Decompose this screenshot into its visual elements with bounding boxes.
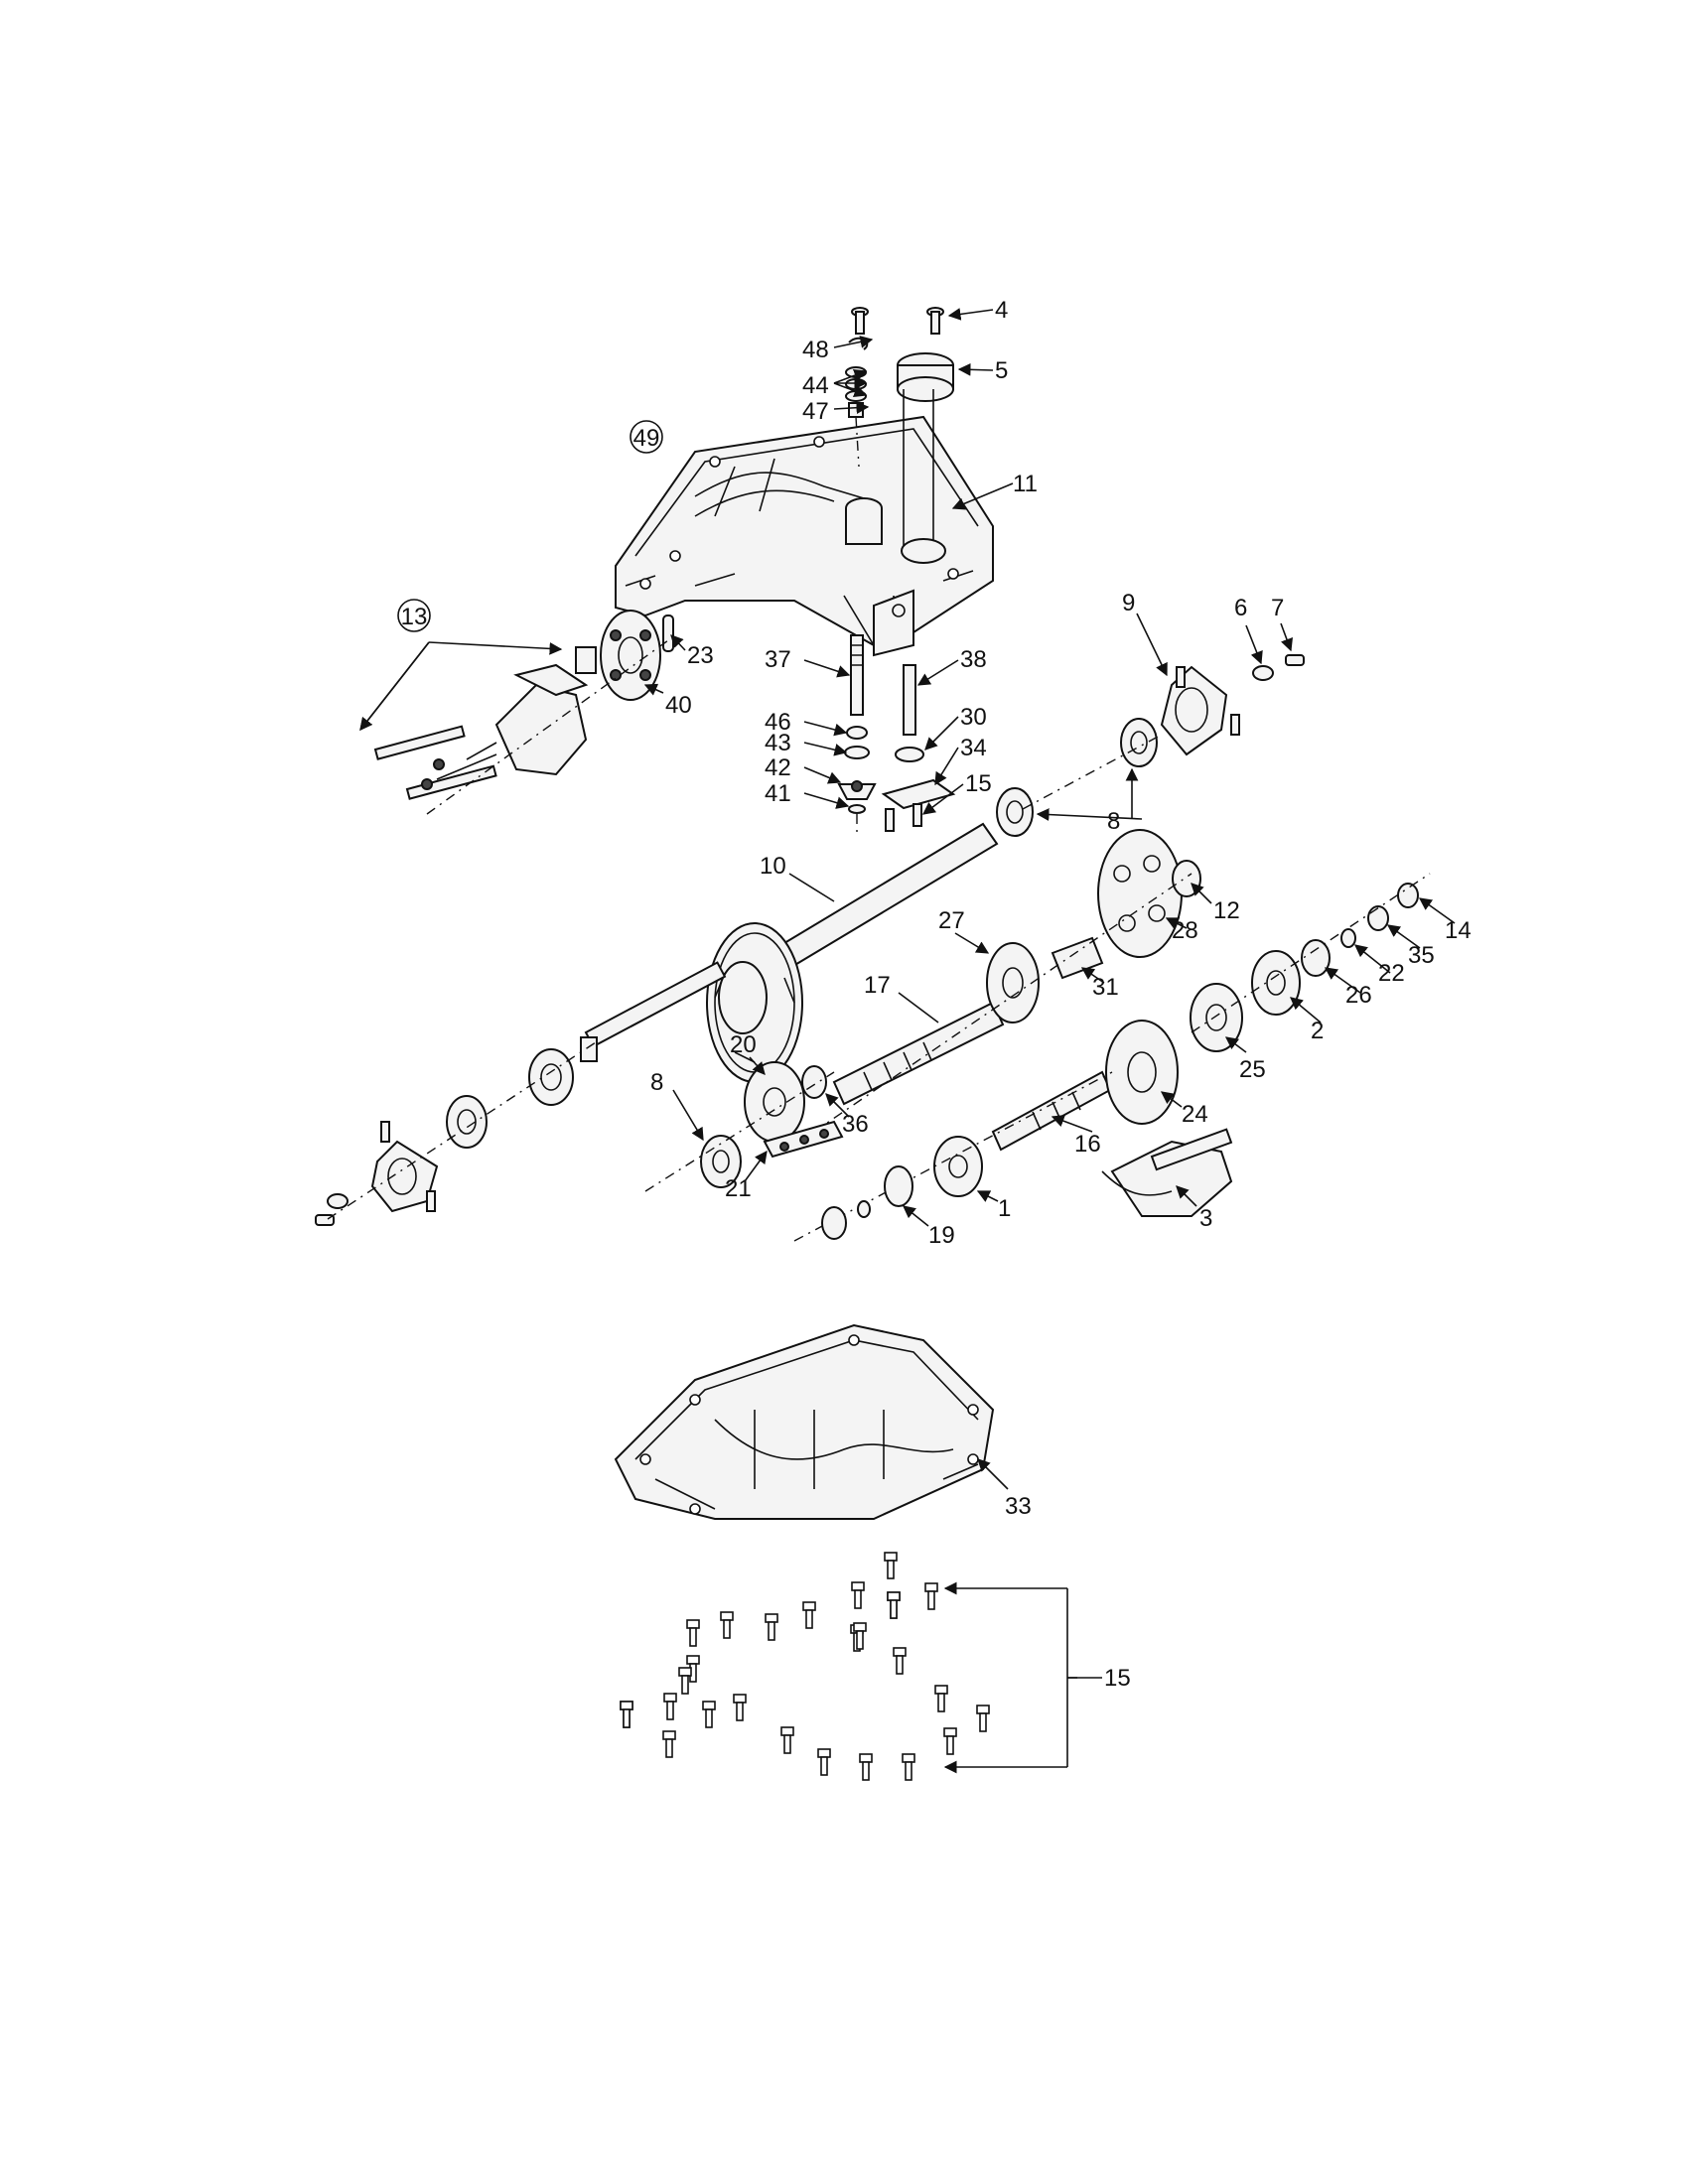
callout-33: 33 <box>1005 1493 1032 1520</box>
callout-2: 2 <box>1311 1018 1324 1044</box>
bolt <box>893 1647 907 1675</box>
callout-35: 35 <box>1408 942 1435 969</box>
callout-36: 36 <box>842 1111 869 1138</box>
callout-31: 31 <box>1092 974 1119 1001</box>
callout-8-right: 8 <box>1107 808 1120 835</box>
bolt <box>720 1611 734 1639</box>
callout-6: 6 <box>1234 595 1247 621</box>
countershaft-17-group <box>813 829 1201 1133</box>
callout-12: 12 <box>1213 897 1240 924</box>
bolt <box>733 1694 747 1721</box>
callout-8-left: 8 <box>650 1069 663 1096</box>
callout-46: 46 <box>765 709 791 736</box>
bolt <box>663 1693 677 1720</box>
callout-34: 34 <box>960 735 987 761</box>
shift-fork-group <box>821 1128 1233 1240</box>
bolt <box>780 1726 794 1754</box>
bolt <box>884 1552 898 1579</box>
callout-20: 20 <box>730 1031 757 1058</box>
callout-15-lower: 15 <box>1104 1665 1131 1692</box>
callout-41: 41 <box>765 780 791 807</box>
callout-9: 9 <box>1122 590 1135 616</box>
bolt <box>765 1613 778 1641</box>
callout-40: 40 <box>665 692 692 719</box>
bolt-field <box>620 1552 990 1781</box>
axle-and-differential <box>315 822 999 1226</box>
callout-30: 30 <box>960 704 987 731</box>
callout-11: 11 <box>1013 471 1038 497</box>
bolt <box>976 1705 990 1732</box>
brake-bracket-assembly <box>373 610 676 815</box>
callout-42: 42 <box>765 754 791 781</box>
callout-48: 48 <box>802 337 829 363</box>
callout-3: 3 <box>1199 1205 1212 1232</box>
callout-1: 1 <box>998 1195 1011 1222</box>
bolt <box>853 1622 867 1650</box>
callout-17: 17 <box>864 972 891 999</box>
bolt <box>851 1581 865 1609</box>
shaft-stacks <box>837 634 956 834</box>
callout-16: 16 <box>1074 1131 1101 1158</box>
callout-10: 10 <box>760 853 786 880</box>
callout-13: 13 <box>401 604 428 630</box>
callout-5: 5 <box>995 357 1008 384</box>
bolt <box>887 1591 901 1619</box>
callout-labels: 49 48 44 47 4 5 11 13 23 40 37 46 43 42 … <box>397 297 1472 1692</box>
bolt <box>859 1753 873 1781</box>
bolt <box>934 1685 948 1712</box>
callout-38: 38 <box>960 646 987 673</box>
bolt <box>662 1730 676 1758</box>
callout-22: 22 <box>1378 960 1405 987</box>
callout-7: 7 <box>1271 595 1284 621</box>
bolt <box>924 1582 938 1610</box>
callout-28: 28 <box>1172 917 1198 944</box>
callout-15-upper: 15 <box>965 770 992 797</box>
callout-14: 14 <box>1445 917 1472 944</box>
bolt <box>902 1753 915 1781</box>
callout-26: 26 <box>1345 982 1372 1009</box>
callout-47: 47 <box>802 398 829 425</box>
callout-23: 23 <box>687 642 714 669</box>
bolt <box>678 1667 692 1695</box>
right-small-parts <box>1190 873 1431 1052</box>
shaft-16-group <box>793 1020 1179 1242</box>
sprocket-chain-group <box>644 1061 844 1192</box>
callout-44: 44 <box>802 372 829 399</box>
bolt <box>686 1619 700 1647</box>
bolt <box>702 1701 716 1728</box>
callout-37: 37 <box>765 646 791 673</box>
upper-transaxle-housing <box>615 415 994 657</box>
bolt <box>802 1601 816 1629</box>
callout-49: 49 <box>633 425 660 452</box>
callout-25: 25 <box>1239 1056 1266 1083</box>
right-axle-hub-group <box>996 654 1305 837</box>
callout-24: 24 <box>1182 1101 1208 1128</box>
bolt <box>943 1727 957 1755</box>
callout-21: 21 <box>725 1175 752 1202</box>
callout-4: 4 <box>995 297 1008 324</box>
lower-transaxle-housing <box>614 1323 995 1520</box>
bolt <box>620 1701 633 1728</box>
bolt <box>817 1748 831 1776</box>
callout-19: 19 <box>928 1222 955 1249</box>
shift-tower-parts <box>845 307 954 546</box>
callout-27: 27 <box>938 907 965 934</box>
callout-43: 43 <box>765 730 791 756</box>
callout-leaders <box>359 308 1456 1774</box>
